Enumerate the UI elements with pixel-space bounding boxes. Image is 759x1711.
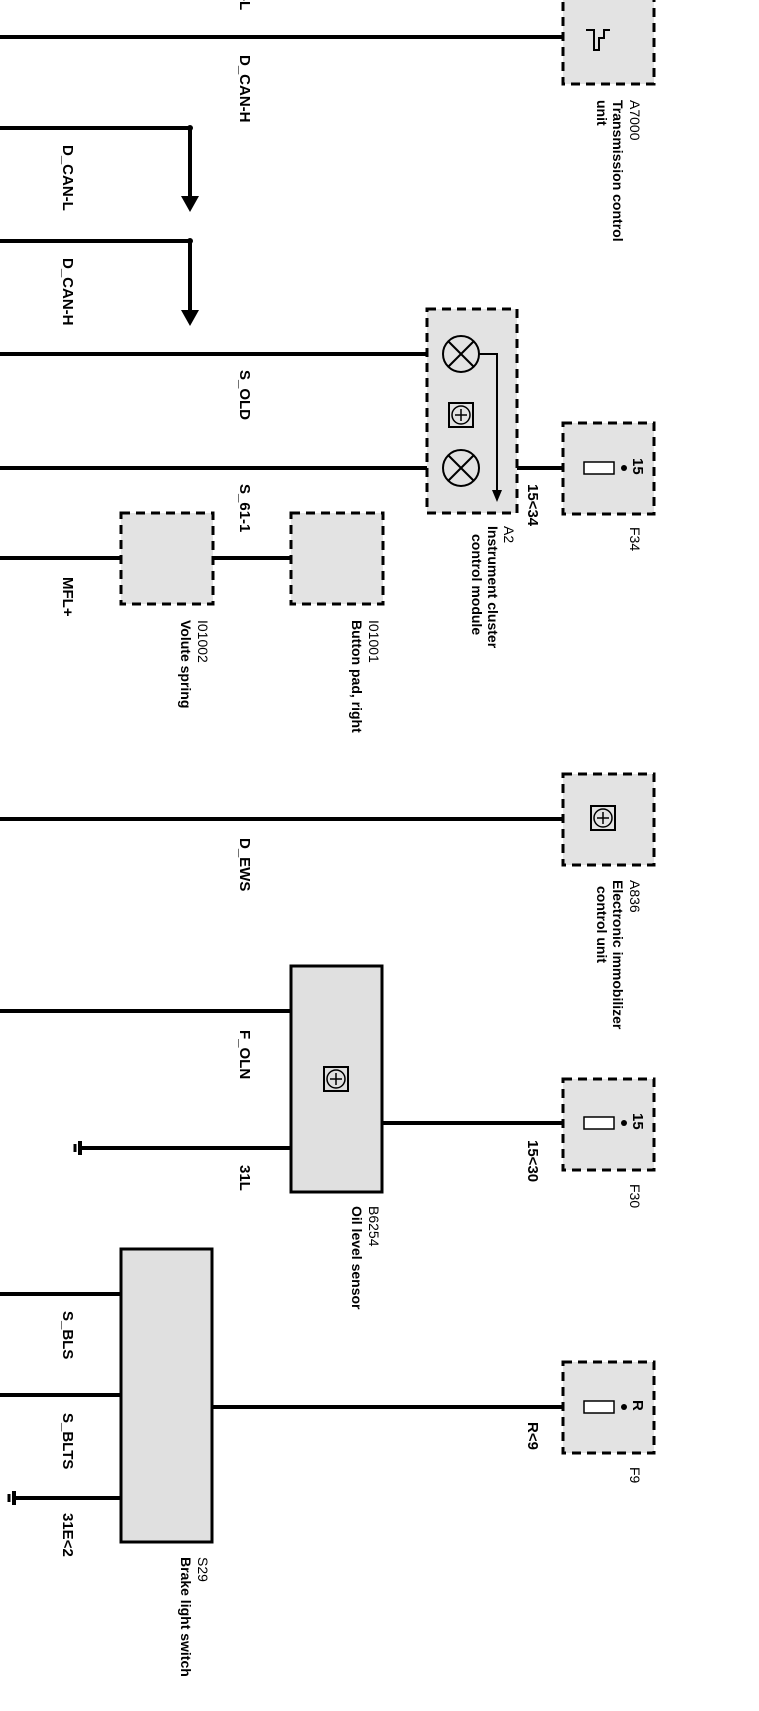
f9-id: F9 <box>627 1467 643 1484</box>
a7000-id: A7000 <box>627 100 643 141</box>
component-a7000 <box>561 0 656 86</box>
a2-name-2: control module <box>469 534 485 635</box>
wire-label-d-ews: D_EWS <box>236 838 253 891</box>
component-a2 <box>425 307 519 515</box>
wire-label-f-oln: F_OLN <box>236 1030 253 1079</box>
wire-label-s-blts: S_BLTS <box>59 1413 76 1469</box>
wire-label-s-bls: S_BLS <box>59 1311 76 1359</box>
arrow-icon <box>492 490 502 502</box>
fuse-icon <box>583 1400 627 1414</box>
wire-label-d-can-h-mid: D_CAN-H <box>59 258 76 326</box>
fuse-icon <box>583 461 627 475</box>
i01001-name: Button pad, right <box>349 620 365 733</box>
f9-pin: R <box>629 1400 646 1411</box>
lamp-icon <box>442 449 480 487</box>
a836-name-1: Electronic immobilizer <box>610 880 626 1030</box>
transistor-icon <box>323 1066 349 1092</box>
wire-label-31e2: 31E<2 <box>59 1513 76 1557</box>
a7000-name-1: Transmission control <box>610 100 626 242</box>
ground-icon <box>7 1491 16 1505</box>
i01002-id: I01002 <box>195 620 211 663</box>
ground-icon <box>73 1141 82 1155</box>
wire-label-top-cut: -L <box>236 0 253 10</box>
a2-name-1: Instrument cluster <box>485 526 501 649</box>
component-b6254 <box>289 964 384 1194</box>
wire-label-mfl-plus: MFL+ <box>59 577 76 617</box>
f34-id: F34 <box>627 527 643 551</box>
wire-label-d-can-l: D_CAN-L <box>59 145 76 211</box>
component-i01001 <box>289 511 385 606</box>
f34-pin: 15 <box>629 458 646 475</box>
a836-name-2: control unit <box>594 886 610 963</box>
arrow-icon <box>181 310 199 326</box>
wire-label-d-can-h-top: D_CAN-H <box>236 55 253 123</box>
s29-id: S29 <box>195 1557 211 1582</box>
labels: -L D_CAN-H D_CAN-L D_CAN-H S_OLD S_61-1 … <box>59 0 646 1677</box>
component-f30 <box>561 1077 656 1172</box>
f30-id: F30 <box>627 1184 643 1208</box>
b6254-name: Oil level sensor <box>349 1206 365 1310</box>
wires <box>0 35 583 1505</box>
wire-label-31l: 31L <box>236 1165 253 1191</box>
arrow-icon <box>181 196 199 212</box>
s29-name: Brake light switch <box>178 1557 194 1677</box>
transistor-icon <box>448 402 474 428</box>
component-f34 <box>561 421 656 516</box>
a836-id: A836 <box>627 880 643 913</box>
wire-label-s-old: S_OLD <box>236 370 253 420</box>
component-f9 <box>561 1360 656 1455</box>
can-bus-icon <box>586 29 610 51</box>
component-s29 <box>119 1247 214 1544</box>
b6254-id: B6254 <box>366 1206 382 1247</box>
a7000-name-2: unit <box>594 100 610 126</box>
wire-label-15-30: 15<30 <box>524 1140 541 1182</box>
wire-label-s-61-1: S_61-1 <box>236 484 253 532</box>
component-a836 <box>561 772 656 867</box>
a2-id: A2 <box>501 526 517 543</box>
transistor-icon <box>590 805 616 831</box>
i01001-id: I01001 <box>366 620 382 663</box>
f30-pin: 15 <box>629 1113 646 1130</box>
i01002-name: Volute spring <box>178 620 194 708</box>
wire-label-r-9: R<9 <box>524 1422 541 1450</box>
fuse-icon <box>583 1116 627 1130</box>
component-i01002 <box>119 511 215 606</box>
wire-label-15-34: 15<34 <box>524 484 541 527</box>
